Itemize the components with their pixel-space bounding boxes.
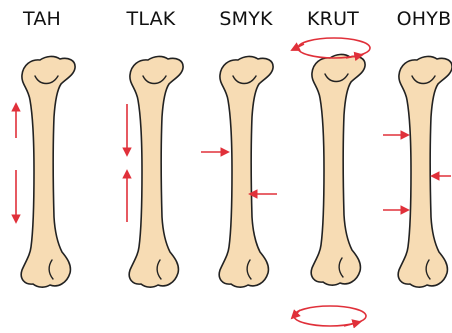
- bone-tlak-shape: [129, 56, 183, 287]
- label-krut: KRUT: [307, 8, 359, 30]
- bone-ohyb-shape: [398, 56, 452, 287]
- bone-tlak: [129, 56, 183, 287]
- bone-tah: [21, 56, 75, 287]
- bone-tah-shape: [21, 56, 75, 287]
- bone-krut-shape: [311, 54, 365, 285]
- bone-smyk-shape: [219, 56, 273, 287]
- krut-bottom-arrow-right: [344, 322, 360, 326]
- label-ohyb: OHYB: [397, 8, 452, 30]
- krut-bottom-arrow-left: [292, 310, 300, 318]
- bone-smyk: [219, 56, 273, 287]
- label-smyk: SMYK: [219, 8, 272, 30]
- bone-krut: [311, 54, 365, 285]
- label-tah: TAH: [23, 8, 61, 30]
- bone-ohyb: [398, 56, 452, 287]
- label-tlak: TLAK: [127, 8, 176, 30]
